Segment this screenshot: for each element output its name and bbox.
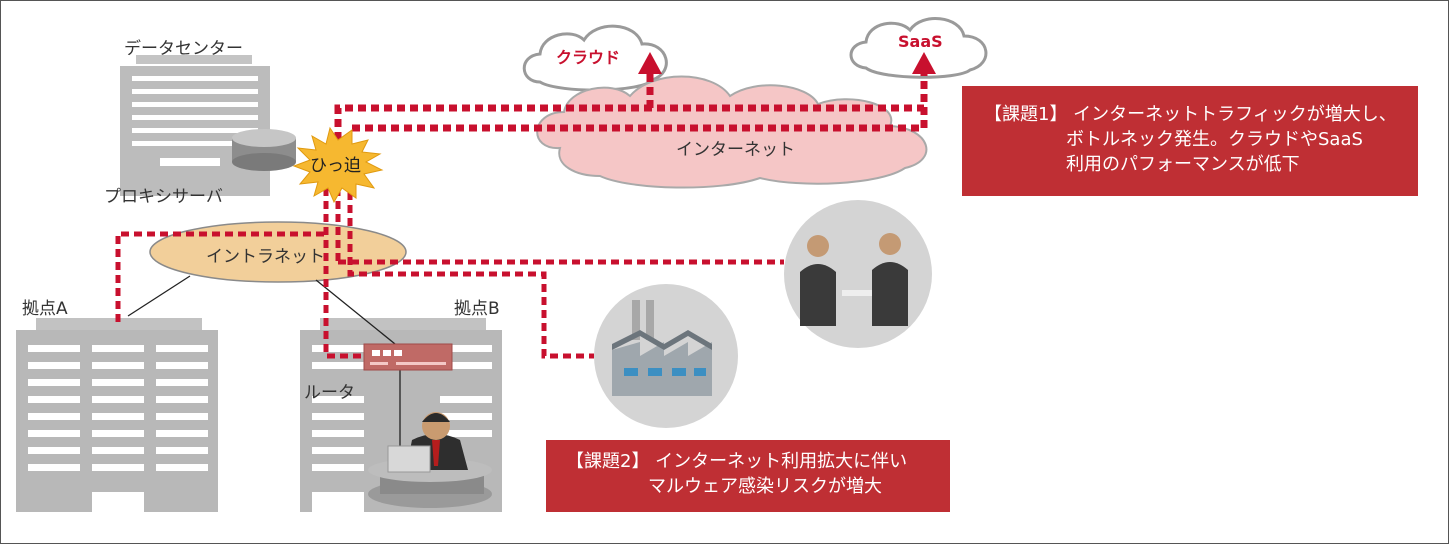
businessmen-icon <box>784 200 932 348</box>
issue-1-box: 【課題1】 インターネットトラフィックが増大し、 ボトルネック発生。クラウドやS… <box>962 86 1418 196</box>
site-b-label: 拠点B <box>454 299 500 319</box>
site-a-label: 拠点A <box>22 299 68 319</box>
intranet-label: イントラネット <box>206 247 325 267</box>
cloud-service-icon <box>522 24 668 92</box>
issue-2-box: 【課題2】 インターネット利用拡大に伴い マルウェア感染リスクが増大 <box>546 440 950 512</box>
issue-1-line2: ボトルネック発生。クラウドやSaaS <box>1066 129 1363 150</box>
arrow-to-cloud <box>638 52 662 74</box>
issue-1-line3: 利用のパフォーマンスが低下 <box>1066 154 1300 175</box>
congestion-label: ひっ迫 <box>310 156 361 176</box>
traffic-path-site-a <box>115 231 326 322</box>
datacenter-building-icon <box>120 55 270 196</box>
congestion-burst-icon <box>292 126 384 204</box>
factory-icon <box>594 284 738 428</box>
issue-2-line2: マルウェア感染リスクが増大 <box>648 476 882 497</box>
traffic-path-internet-upper <box>334 104 924 140</box>
issue-2-line1: 【課題2】 インターネット利用拡大に伴い <box>566 451 908 472</box>
office-worker-icon <box>368 412 492 508</box>
proxy-server-label: プロキシサーバ <box>104 187 223 207</box>
site-a-building-icon <box>16 318 218 512</box>
intranet-ellipse <box>149 221 407 283</box>
traffic-path-factory <box>347 192 594 359</box>
link-intranet-site-b <box>315 279 401 349</box>
traffic-paths <box>115 62 928 359</box>
datacenter-label: データセンター <box>124 39 243 59</box>
saas-cloud-icon <box>849 17 988 79</box>
link-intranet-site-a <box>127 275 191 317</box>
server-disk-icon <box>232 129 296 171</box>
cloud-label: クラウド <box>556 48 621 67</box>
arrow-to-saas <box>912 52 936 74</box>
issue-1-line1: 【課題1】 インターネットトラフィックが増大し、 <box>984 104 1397 125</box>
router-label: ルータ <box>304 383 355 403</box>
traffic-path-internet-lower <box>352 74 928 132</box>
internet-cloud-icon <box>536 75 928 189</box>
internet-label: インターネット <box>676 140 795 160</box>
saas-label: SaaS <box>898 32 943 51</box>
traffic-path-site-b <box>323 175 372 359</box>
router-icon <box>363 343 453 371</box>
